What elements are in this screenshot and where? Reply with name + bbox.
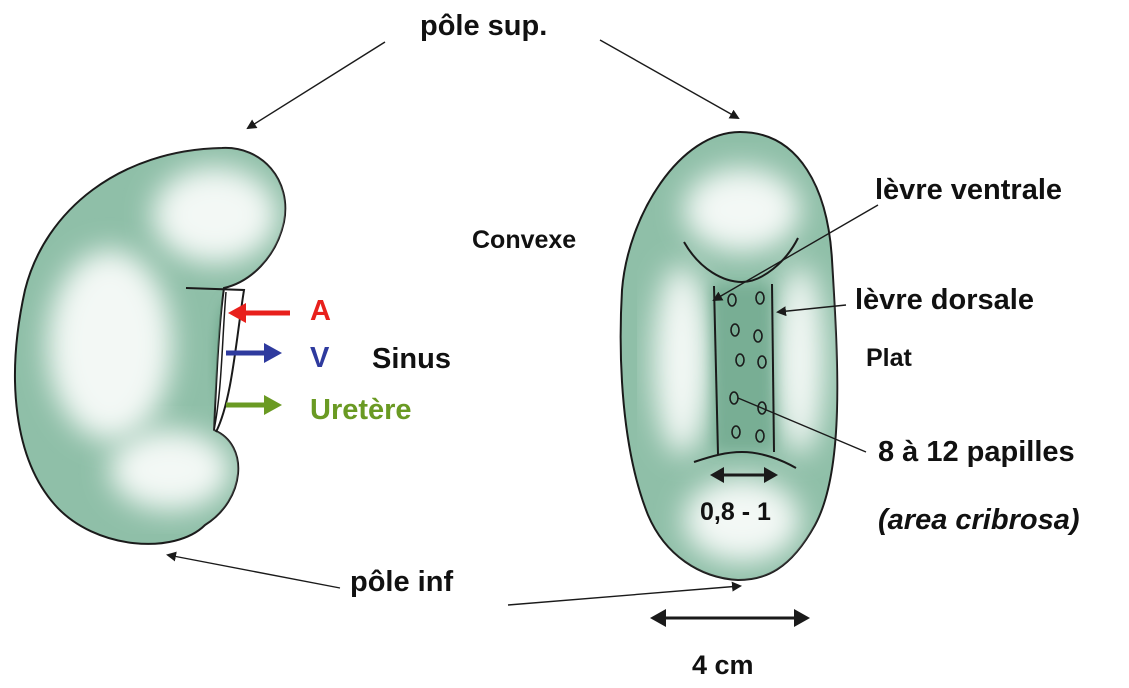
vein-label: V <box>310 344 329 373</box>
ureter-arrow <box>226 395 282 415</box>
artery-arrow <box>228 303 290 323</box>
pole-sup-label: pôle sup. <box>420 12 547 41</box>
sinus-label: Sinus <box>372 345 451 374</box>
ureter-label: Uretère <box>310 396 412 425</box>
kidney-width-label: 4 cm <box>692 652 754 679</box>
pole-sup-left-leader <box>248 42 385 128</box>
papilles-label: 8 à 12 papilles <box>878 438 1075 467</box>
pole-inf-right-leader <box>508 586 740 605</box>
levre-dorsale-label: lèvre dorsale <box>855 286 1034 315</box>
kidney-width-arrow <box>650 609 810 627</box>
sinus-width-label: 0,8 - 1 <box>700 500 771 525</box>
pole-inf-left-leader <box>168 555 340 588</box>
pole-sup-right-leader <box>600 40 738 118</box>
plat-label: Plat <box>866 346 912 371</box>
pole-inf-label: pôle inf <box>350 568 453 597</box>
left-kidney <box>15 148 285 544</box>
levre-ventrale-label: lèvre ventrale <box>875 176 1062 205</box>
convexe-label: Convexe <box>472 228 576 253</box>
area-cribrosa-label: (area cribrosa) <box>878 506 1080 535</box>
artery-label: A <box>310 297 331 326</box>
